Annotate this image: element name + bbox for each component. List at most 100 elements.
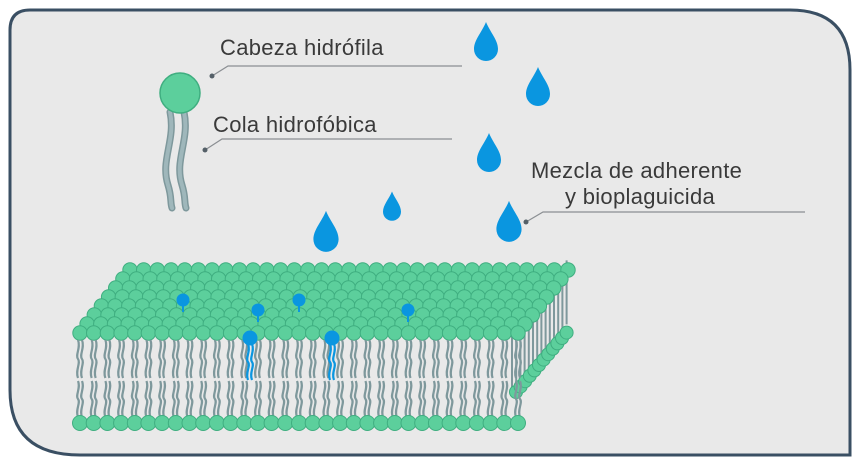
upper-tail [431, 339, 436, 379]
membrane-head [441, 325, 458, 341]
upper-tail [308, 339, 313, 379]
lower-tail [158, 380, 163, 418]
membrane-head [346, 325, 362, 341]
lower-tail [381, 380, 386, 418]
lower-tail [299, 380, 303, 418]
membrane-head [400, 325, 417, 341]
lower-tail [514, 380, 518, 418]
lower-tail [340, 380, 345, 418]
upper-tail [363, 339, 368, 379]
upper-tail [445, 339, 450, 379]
upper-tail [130, 339, 135, 379]
lower-tail [148, 380, 153, 418]
lower-head [332, 415, 349, 431]
membrane-head [127, 325, 143, 341]
lipid-tail-left-fill [163, 110, 174, 210]
lower-head [427, 415, 444, 431]
lower-head [496, 415, 513, 431]
lower-head [304, 415, 321, 431]
lower-tail [431, 380, 436, 418]
lower-tail [244, 380, 249, 418]
adherent-tail [250, 343, 254, 381]
lower-tail [80, 380, 84, 418]
upper-tail [463, 339, 468, 379]
membrane-head [469, 325, 485, 341]
upper-tail [93, 339, 98, 379]
adherent-head [324, 330, 340, 346]
side-head [559, 325, 574, 340]
membrane-head [181, 325, 198, 341]
lower-tail [285, 380, 290, 418]
lower-tail [459, 380, 464, 418]
label-mixture-line1: Mezcla de adherente [531, 158, 743, 183]
upper-tail [281, 339, 286, 379]
leader-mixture [525, 211, 805, 223]
lower-tail [390, 380, 395, 418]
lower-tail [144, 380, 149, 418]
lower-head [455, 415, 472, 431]
lower-tail [89, 380, 94, 418]
lower-tail [130, 380, 135, 418]
bilayer-front-face [72, 339, 526, 431]
lower-tail [504, 380, 509, 418]
upper-tail [240, 339, 245, 379]
lower-head [195, 415, 212, 431]
droplet [496, 200, 522, 242]
lower-tail [476, 380, 481, 418]
lower-tail [449, 380, 454, 418]
lower-head [140, 415, 157, 431]
lower-tail [203, 380, 208, 418]
adherent-tail [328, 343, 332, 381]
upper-tail [490, 339, 495, 379]
lower-tail [134, 380, 139, 418]
lower-tail [435, 380, 440, 418]
lower-tail [253, 380, 258, 418]
lower-head [236, 415, 253, 431]
upper-tail [504, 339, 509, 379]
leader-head-dot [209, 73, 215, 79]
bilayer-top-surface [72, 262, 576, 341]
membrane-head [291, 325, 307, 341]
membrane-head [99, 325, 116, 341]
lower-tail [486, 380, 491, 418]
upper-tail [353, 339, 358, 379]
lower-tail [103, 380, 108, 418]
lower-tail [404, 380, 409, 418]
membrane-head [140, 325, 157, 341]
lower-tail [312, 380, 317, 418]
lower-tail [367, 380, 372, 418]
membrane-head [72, 325, 88, 341]
lipid-bilayer [72, 260, 576, 431]
membrane-head [209, 325, 225, 341]
lower-tail [490, 380, 495, 418]
droplet [474, 22, 498, 61]
upper-tail [381, 339, 386, 379]
lower-head [468, 415, 485, 431]
membrane-head [168, 325, 184, 341]
label-hydrophilic-head: Cabeza hidrófila [220, 35, 384, 60]
upper-tail [267, 339, 272, 379]
membrane-head [263, 325, 280, 341]
lower-head [99, 415, 116, 431]
lower-tail [295, 380, 299, 418]
lower-tail [257, 380, 262, 418]
upper-tail [162, 339, 167, 379]
lower-tail [500, 380, 505, 418]
upper-tail [336, 339, 341, 379]
lower-head [249, 415, 266, 431]
lower-tail [107, 380, 112, 418]
lower-tail [418, 380, 423, 418]
lower-head [291, 415, 307, 431]
upper-tail [394, 339, 399, 379]
lower-head [263, 415, 280, 431]
membrane-head [414, 325, 430, 341]
lower-head [482, 415, 499, 431]
upper-tail [175, 339, 180, 379]
upper-tail [377, 339, 382, 379]
lower-tail [267, 380, 272, 418]
upper-tail [422, 339, 427, 379]
lower-tail [353, 380, 358, 418]
lower-head [113, 415, 130, 431]
lower-tail [336, 380, 341, 418]
